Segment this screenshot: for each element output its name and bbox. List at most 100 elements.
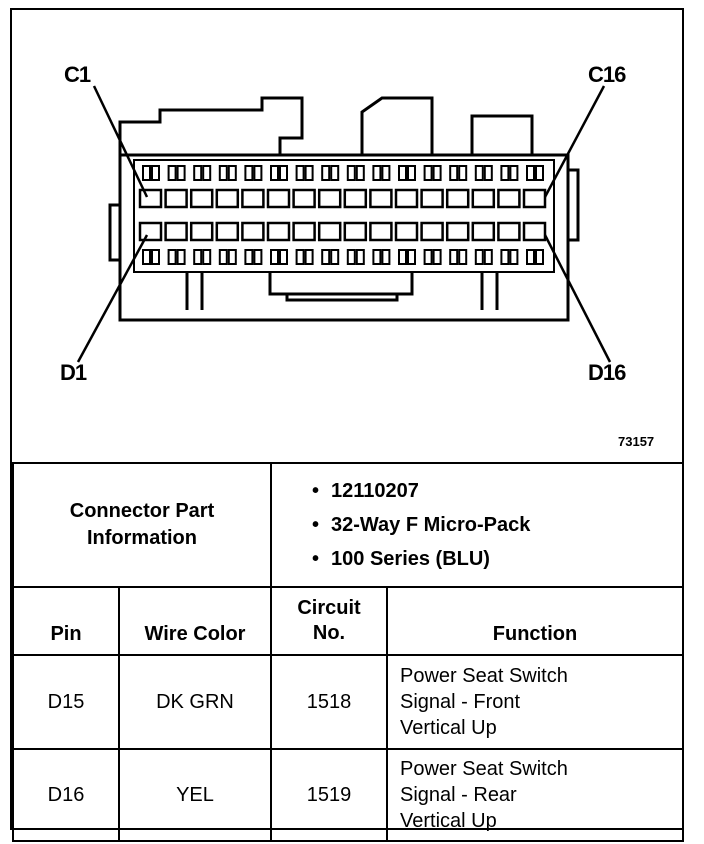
terminal-window (253, 249, 263, 265)
terminal-window (279, 165, 288, 181)
terminal-window (176, 165, 186, 181)
terminal-window (167, 165, 177, 181)
pin-cavity-d (420, 221, 444, 242)
terminal-window (449, 165, 459, 181)
function-cell: Power Seat Switch Signal - Front Vertica… (386, 654, 684, 750)
connector-inner-band (133, 159, 555, 273)
terminal-window (321, 249, 331, 265)
connector-top-right-tab (470, 114, 534, 155)
connector-info-list: 12110207 32-Way F Micro-Pack 100 Series … (272, 464, 682, 586)
function-cell: Power Seat Switch Signal - Rear Vertical… (386, 748, 684, 842)
function-line: Vertical Up (400, 810, 497, 832)
terminal-window (423, 249, 433, 265)
terminal-window (381, 249, 391, 265)
terminal-window (142, 165, 151, 181)
pin-label-d1: D1 (60, 360, 87, 385)
terminal-window (270, 165, 279, 181)
circuit-cell: 1519 (270, 748, 388, 842)
terminal-window (346, 249, 356, 265)
terminal-window (304, 165, 314, 181)
terminal-window (432, 249, 442, 265)
figure-number: 73157 (618, 434, 655, 449)
terminal-window (253, 165, 263, 181)
pin-label-c1: C1 (64, 62, 91, 87)
function-line: Power Seat Switch (400, 758, 568, 780)
connector-info-heading: Connector Part Information (12, 462, 272, 588)
connector-part-number: 12110207 (312, 474, 682, 508)
pin-cavity-c (317, 188, 342, 209)
terminal-window (526, 249, 535, 265)
connector-top-left-tab (118, 96, 304, 155)
connector-type: 32-Way F Micro-Pack (312, 508, 682, 542)
pin-label-d16: D16 (588, 360, 626, 385)
connector-face-drawing (76, 85, 612, 363)
terminal-window (176, 249, 186, 265)
terminal-window (398, 249, 407, 265)
terminal-window (193, 165, 203, 181)
terminal-window (509, 249, 519, 265)
function-line: Signal - Rear (400, 784, 517, 806)
wire-color-cell: DK GRN (118, 654, 272, 750)
connector-frame: C1 C16 D1 D16 73157 Connector Part Infor… (10, 8, 684, 842)
terminal-window (423, 165, 433, 181)
terminal-window (321, 165, 331, 181)
pin-cavity-c (241, 188, 265, 209)
terminal-window (330, 249, 340, 265)
pin-cell: D16 (12, 748, 120, 842)
connector-info-row: Connector Part Information 12110207 32-W… (12, 462, 684, 588)
pin-cavity-d (215, 221, 240, 242)
terminal-window (474, 249, 484, 265)
function-line: Vertical Up (400, 717, 497, 739)
header-pin: Pin (12, 586, 120, 656)
pin-cavity-c (394, 188, 419, 209)
connector-top-latch (360, 96, 434, 155)
terminal-window (218, 249, 228, 265)
terminal-window (279, 249, 288, 265)
pin-cavity-d (497, 221, 521, 242)
terminal-window (372, 249, 382, 265)
terminal-window (244, 249, 254, 265)
terminal-window (151, 165, 160, 181)
terminal-window (535, 165, 544, 181)
terminal-window (202, 165, 212, 181)
pin-cavity-c (164, 188, 188, 209)
terminal-window (151, 249, 160, 265)
pin-cavity-d (266, 221, 291, 242)
pin-cavity-d (522, 221, 547, 242)
pin-cavity-d (343, 221, 368, 242)
function-line: Power Seat Switch (400, 665, 568, 687)
terminal-window (407, 165, 416, 181)
pin-cavity-d (471, 221, 496, 242)
terminal-window (458, 165, 468, 181)
connector-bottom-slot (268, 272, 414, 296)
terminal-window (227, 249, 237, 265)
terminal-window (483, 249, 493, 265)
pin-cavity-c (266, 188, 291, 209)
terminal-window (355, 249, 365, 265)
terminal-window (270, 249, 279, 265)
pin-cavity-c (292, 188, 316, 209)
pin-cavity-c (522, 188, 547, 209)
pin-cavity-c (445, 188, 470, 209)
pin-cavity-c (497, 188, 521, 209)
connector-diagram: C1 C16 D1 D16 73157 (12, 10, 682, 462)
connector-table: Connector Part Information 12110207 32-W… (12, 462, 684, 842)
terminal-window (193, 249, 203, 265)
leader-line-c1 (92, 85, 149, 198)
pin-cavity-d (138, 221, 163, 242)
terminal-window (227, 165, 237, 181)
terminal-window (474, 165, 484, 181)
connector-info-details: 12110207 32-Way F Micro-Pack 100 Series … (270, 462, 684, 588)
pin-cell: D15 (12, 654, 120, 750)
connector-series: 100 Series (BLU) (312, 542, 682, 576)
pin-cavity-d (317, 221, 342, 242)
terminal-window (142, 249, 151, 265)
header-circuit-line: No. (312, 622, 346, 644)
terminal-window (202, 249, 212, 265)
terminal-window (500, 249, 510, 265)
wire-color-cell: YEL (118, 748, 272, 842)
connector-left-notch (108, 203, 120, 262)
terminal-window (432, 165, 442, 181)
terminal-window (449, 249, 459, 265)
circuit-cell: 1518 (270, 654, 388, 750)
